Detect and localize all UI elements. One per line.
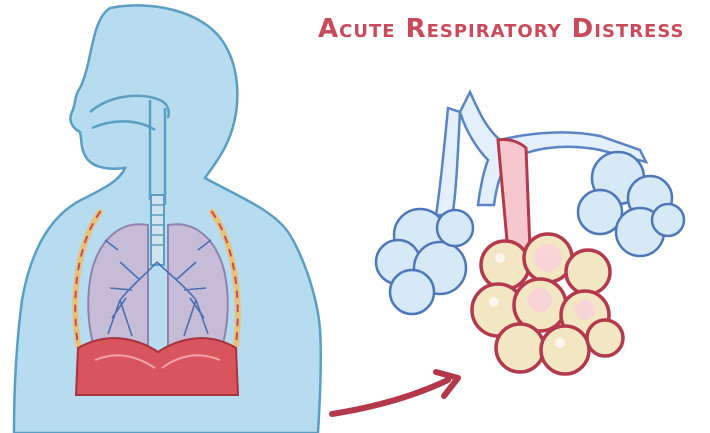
healthy-alveoli-left <box>376 209 473 314</box>
inflamed-bronchiole <box>498 139 530 252</box>
healthy-alveoli-right <box>578 152 684 256</box>
inflamed-alveoli <box>472 234 623 374</box>
